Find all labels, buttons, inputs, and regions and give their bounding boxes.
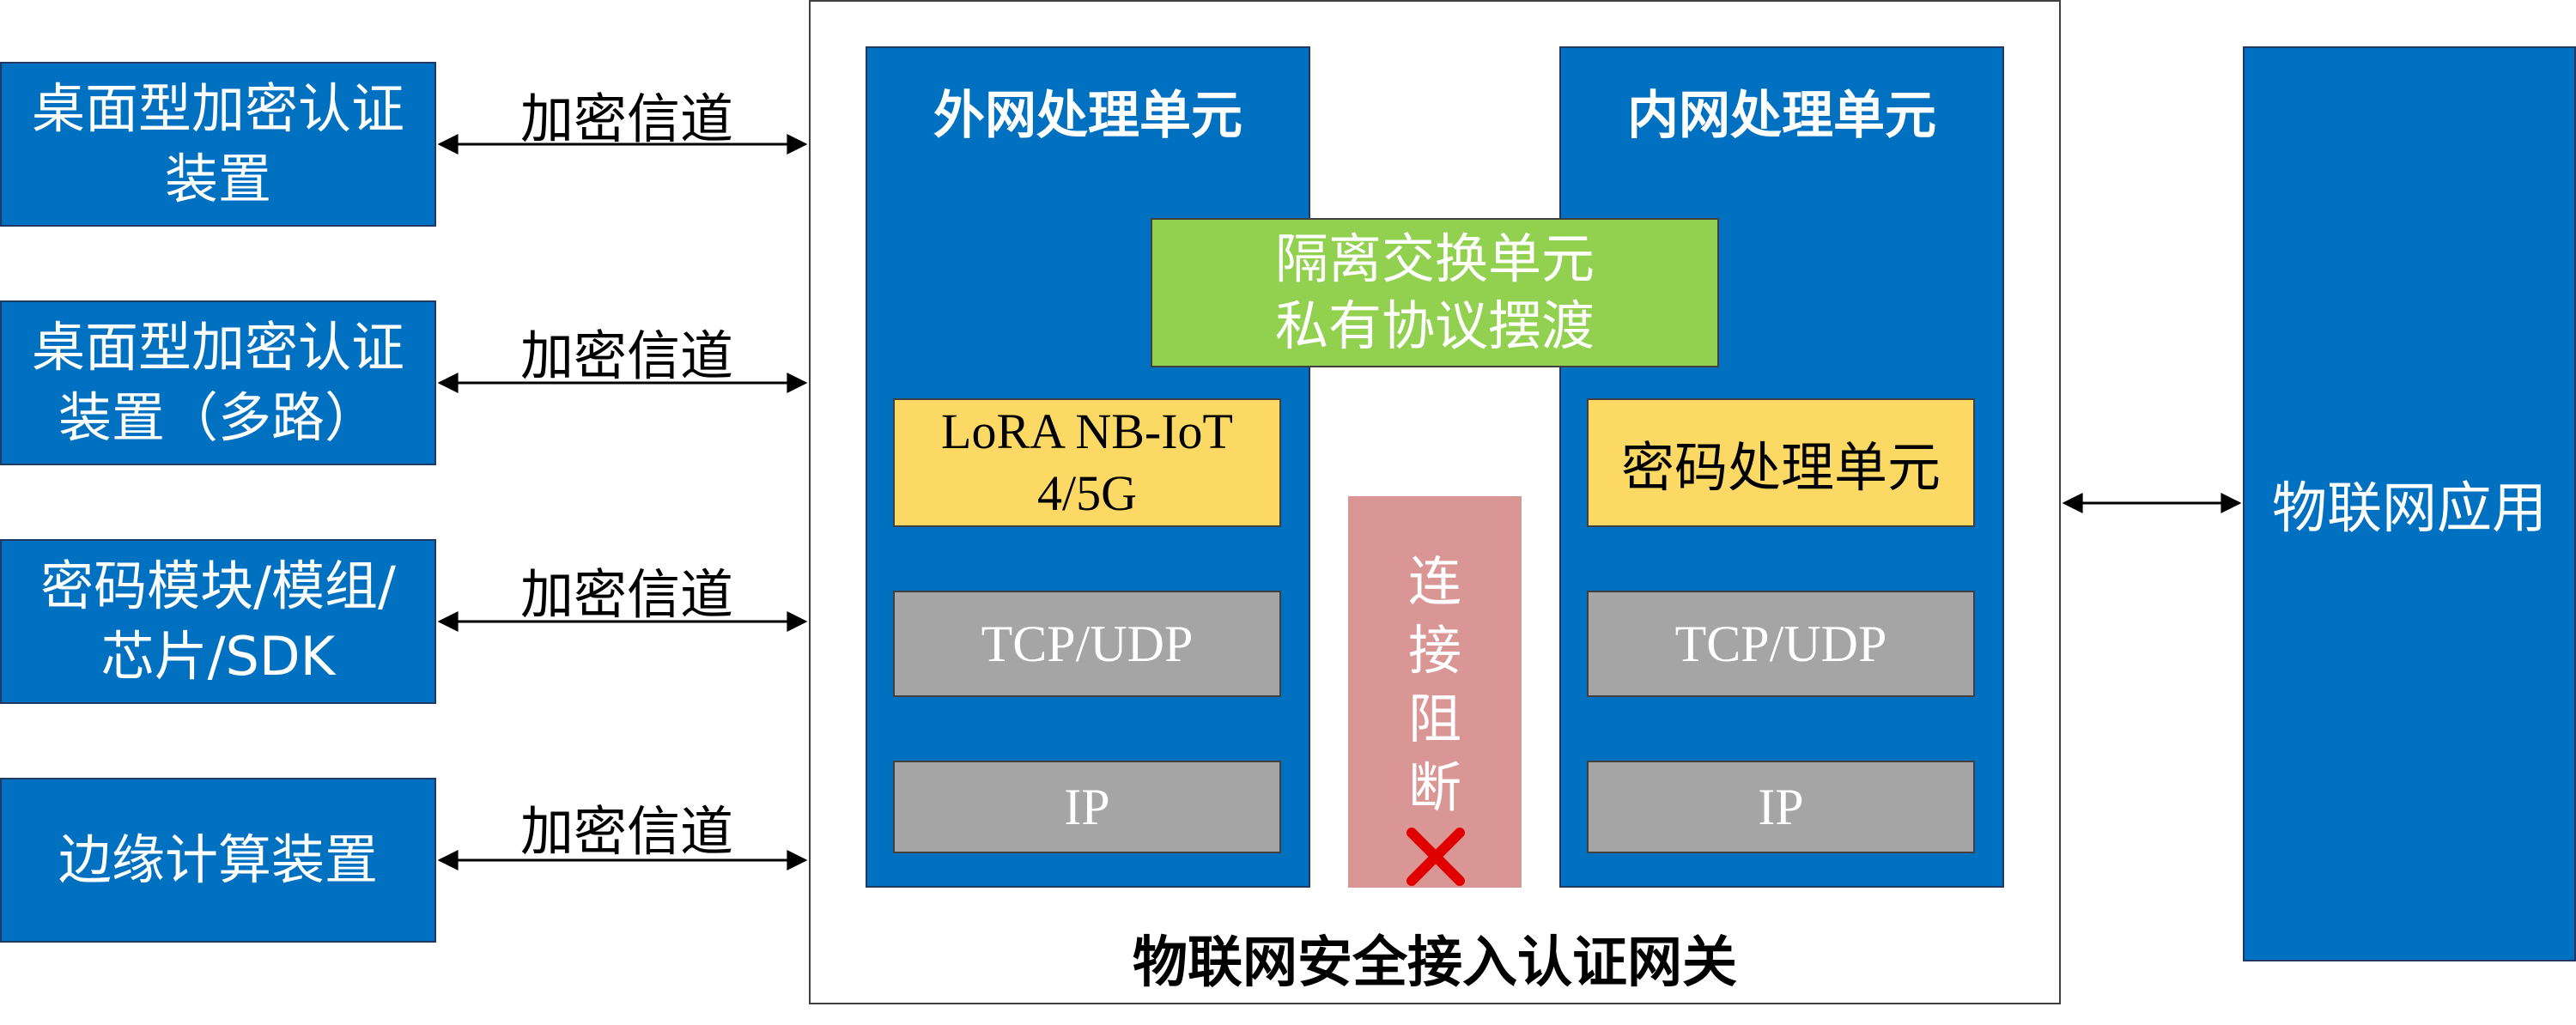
connection-block-box: 连 接 阻 断	[1348, 496, 1522, 888]
crypto-processing-box: 密码处理单元	[1587, 398, 1975, 527]
cross-icon	[1406, 828, 1465, 886]
outer-ip-label: IP	[1064, 778, 1110, 835]
wireless-protocols-box: LoRA NB-IoT 4/5G	[893, 398, 1281, 527]
inner-tcp-udp-label: TCP/UDP	[1674, 615, 1887, 672]
wireless-label: LoRA NB-IoT 4/5G	[941, 403, 1233, 521]
device-desktop-auth: 桌面型加密认证 装置	[0, 62, 436, 227]
outer-tcp-udp-box: TCP/UDP	[893, 591, 1281, 697]
iot-application-box: 物联网应用	[2243, 46, 2576, 961]
isolation-exchange-unit: 隔离交换单元 私有协议摆渡	[1151, 218, 1719, 367]
device-label: 密码模块/模组/ 芯片/SDK	[40, 555, 396, 688]
device-label: 桌面型加密认证 装置（多路）	[31, 316, 404, 449]
device-label: 桌面型加密认证 装置	[31, 77, 404, 210]
outer-tcp-udp-label: TCP/UDP	[981, 615, 1194, 672]
iot-application-label: 物联网应用	[2272, 477, 2547, 541]
inner-unit-title: 内网处理单元	[1627, 86, 1936, 146]
inner-ip-box: IP	[1587, 761, 1975, 853]
inner-ip-label: IP	[1758, 778, 1804, 835]
device-crypto-module: 密码模块/模组/ 芯片/SDK	[0, 539, 436, 704]
device-label: 边缘计算装置	[58, 828, 378, 891]
outer-unit-title: 外网处理单元	[933, 86, 1242, 146]
outer-ip-box: IP	[893, 761, 1281, 853]
gateway-title: 物联网安全接入认证网关	[1133, 931, 1737, 995]
inner-tcp-udp-box: TCP/UDP	[1587, 591, 1975, 697]
device-desktop-auth-multi: 桌面型加密认证 装置（多路）	[0, 300, 436, 465]
isolation-label: 隔离交换单元 私有协议摆渡	[1274, 227, 1595, 357]
device-edge-computing: 边缘计算装置	[0, 778, 436, 943]
connection-block-label: 连 接 阻 断	[1407, 550, 1461, 819]
crypto-processing-label: 密码处理单元	[1620, 436, 1941, 499]
